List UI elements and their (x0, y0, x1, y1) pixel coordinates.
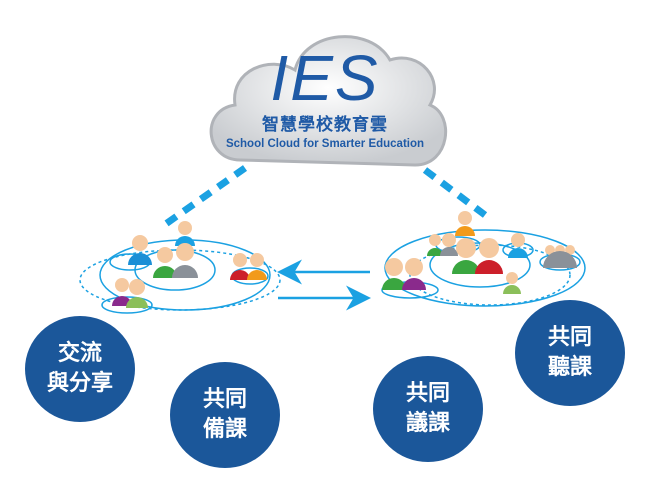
bubble-co-observation: 共同 聽課 (515, 300, 625, 406)
bubble-co-planning: 共同 備課 (170, 362, 280, 468)
dashed-connector-left (157, 165, 248, 231)
bubble-exchange-share: 交流 與分享 (25, 316, 135, 422)
bubble-co-review: 共同 議課 (373, 356, 483, 462)
people-icon-group-left (112, 221, 267, 308)
bubble-line2: 聽課 (547, 355, 592, 380)
logo-title: IES (270, 42, 380, 114)
bubble-line2: 與分享 (46, 371, 113, 396)
bubble-line1: 共同 (547, 325, 592, 350)
ies-logo: IES 智慧學校教育雲 School Cloud for Smarter Edu… (210, 42, 440, 150)
cloud-icon (209, 35, 447, 167)
bubble-line1: 共同 (202, 387, 247, 412)
logo-subtitle-zh: 智慧學校教育雲 (262, 115, 388, 135)
people-icon-group-right (382, 211, 577, 294)
dashed-connector-right (422, 167, 488, 218)
bubble-line2: 備課 (202, 417, 247, 442)
bubble-line1: 交流 (57, 341, 102, 366)
bubble-line2: 議課 (405, 411, 450, 436)
logo-subtitle-en: School Cloud for Smarter Education (225, 138, 425, 150)
bubble-line1: 共同 (405, 381, 450, 406)
